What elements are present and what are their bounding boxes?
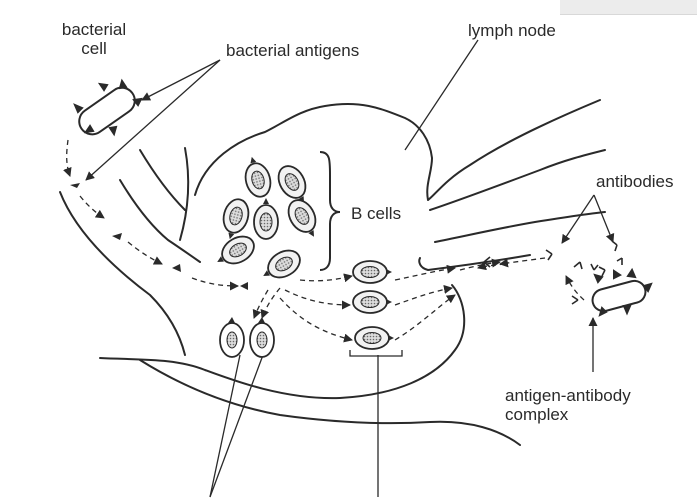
b-cells-label: B cells — [351, 204, 401, 223]
afferent-vessel-divider — [180, 148, 188, 240]
bacterial-cell — [74, 81, 141, 139]
complex-label-line2: complex — [505, 405, 685, 424]
bacterial-antigens-label: bacterial antigens — [226, 41, 359, 60]
lymph-node-lower-contour — [100, 285, 464, 398]
complex-label-line1: antigen-antibody — [505, 386, 685, 405]
memory-cells-leader-2 — [210, 355, 263, 497]
plasma-cells — [353, 261, 394, 349]
outer-bottom-contour — [140, 360, 520, 445]
antigen-antibody-complex — [572, 264, 651, 315]
memory-cells — [220, 317, 274, 357]
plasma-cell — [355, 327, 394, 349]
plasma-cell — [353, 261, 392, 283]
lymph-node-label: lymph node — [468, 21, 556, 40]
bacterial-cell-label-line1: bacterial — [44, 20, 144, 39]
antigen-flow-arrows — [67, 140, 584, 340]
antibodies-leader-2 — [594, 195, 613, 242]
b-cell — [211, 231, 259, 272]
memory-cell — [220, 317, 244, 357]
leader-lines — [86, 40, 613, 497]
lymph-node-leader — [405, 40, 478, 150]
memory-cell — [250, 317, 274, 357]
b-cell — [218, 196, 252, 242]
antigen-antibody-complex-label: antigen-antibody complex — [505, 386, 685, 424]
b-cell — [240, 154, 274, 200]
b-cell — [283, 195, 324, 243]
b-cells-cluster — [211, 154, 324, 287]
plasma-cell — [353, 291, 392, 313]
activated-b-cell — [257, 245, 305, 286]
b-cell — [254, 198, 278, 239]
afferent-vessel-inner-2 — [140, 150, 185, 210]
antigens-leader-1 — [142, 60, 220, 100]
antibodies-leader-1 — [562, 195, 594, 243]
antibodies-label: antibodies — [596, 172, 674, 191]
efferent-vessel-upper-edge — [430, 150, 605, 210]
afferent-vessel-outer — [60, 192, 185, 355]
plasma-cells-bracket — [350, 350, 402, 356]
b-cells-bracket — [320, 152, 340, 270]
bacterial-cell-label-line2: cell — [44, 39, 144, 58]
antigen-fragments — [70, 183, 248, 290]
bacterial-cell-label: bacterial cell — [44, 20, 144, 58]
